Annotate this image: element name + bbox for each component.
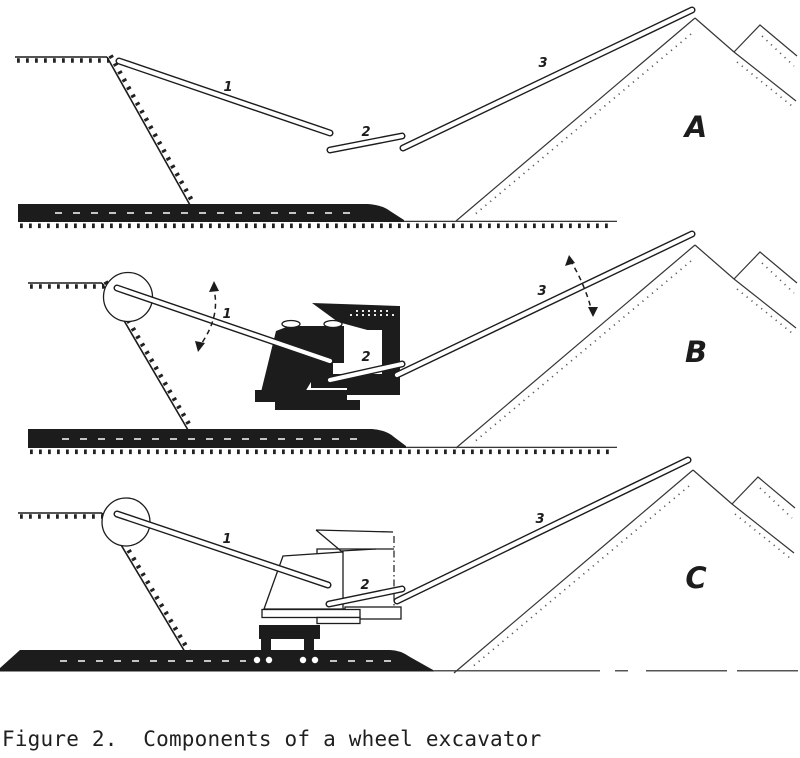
panel-letter-b: B — [685, 335, 707, 369]
component-label-2: 2 — [360, 578, 369, 593]
component-label-3: 3 — [535, 512, 544, 527]
undercarriage-deck — [259, 625, 320, 639]
base-right-step — [347, 386, 400, 395]
panel-c: 1 2 3 C — [0, 456, 798, 674]
component-label-2: 2 — [361, 125, 370, 140]
crawler-track — [246, 650, 283, 667]
bench-slope — [106, 56, 191, 206]
figure-caption: Figure 2. Components of a wheel excavato… — [2, 727, 542, 751]
cable-pulley-icon — [281, 319, 301, 329]
hopper-funnel — [312, 303, 399, 331]
road-wheel-icon — [299, 656, 307, 664]
component-label-1: 1 — [223, 80, 232, 95]
road-wheel-icon — [265, 656, 273, 664]
crawler-leg — [304, 639, 314, 652]
crawler-leg — [261, 639, 271, 652]
connecting-conveyor-2 — [326, 132, 406, 154]
panel-a: 1 2 3 A — [15, 6, 798, 229]
component-label-2: 2 — [361, 350, 370, 365]
spoil-pile — [455, 17, 798, 222]
bench-slope-hatching — [108, 54, 196, 205]
boom-swing-arc — [195, 281, 219, 352]
excavator-body-outline — [246, 529, 402, 667]
discharge-swing-arc — [565, 255, 598, 317]
ground-band — [18, 204, 404, 222]
road-wheel-icon — [253, 656, 261, 664]
hopper-funnel — [315, 529, 394, 552]
base-lower — [275, 400, 360, 410]
road-wheel-icon — [311, 656, 319, 664]
panel-letter-c: C — [685, 561, 706, 595]
platform-step — [316, 616, 361, 625]
ground-band — [28, 429, 406, 448]
component-label-3: 3 — [538, 56, 547, 71]
platform-deck — [261, 608, 361, 619]
component-label-3: 3 — [537, 284, 546, 299]
boom-conveyor-1 — [113, 284, 334, 365]
spoil-pile — [455, 244, 798, 449]
spoil-pile — [453, 469, 796, 674]
panel-b: 1 2 3 B — [28, 230, 798, 455]
panel-letter-a: A — [683, 110, 707, 144]
cable-pulley-icon — [323, 319, 343, 329]
boom-conveyor-1 — [113, 510, 332, 589]
connecting-conveyor-2 — [325, 585, 406, 608]
component-label-1: 1 — [222, 532, 231, 547]
component-label-1: 1 — [222, 307, 231, 322]
base-upper — [255, 390, 347, 402]
connecting-conveyor-2 — [326, 360, 406, 384]
boom-conveyor-1 — [115, 57, 334, 137]
crawler-track — [292, 650, 329, 667]
discharge-boom-3 — [393, 230, 696, 379]
discharge-boom-3 — [399, 6, 696, 152]
discharge-boom-3 — [393, 456, 692, 605]
